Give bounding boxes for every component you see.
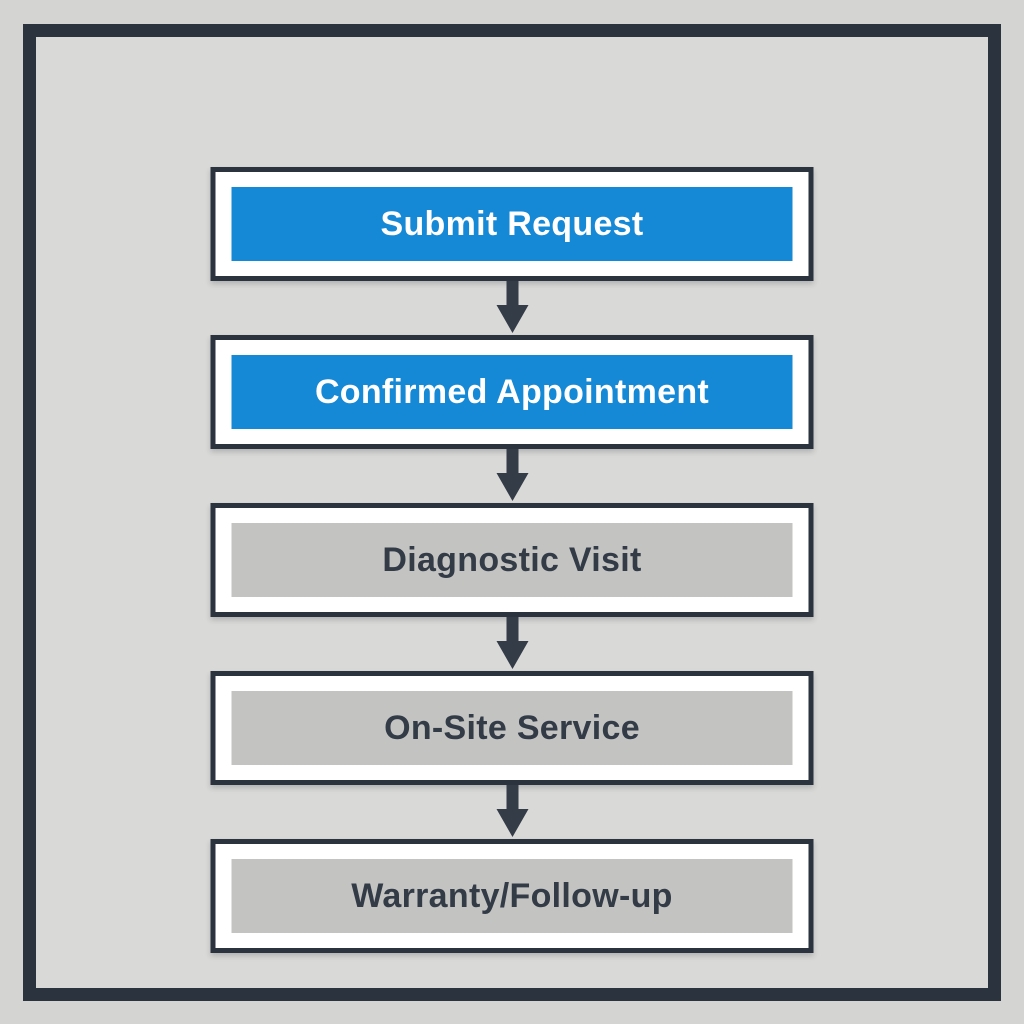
- node-label: Warranty/Follow-up: [351, 876, 673, 915]
- flow-node-submit-request: Submit Request: [210, 167, 814, 281]
- node-label: Submit Request: [380, 204, 644, 243]
- node-label: On-Site Service: [384, 708, 640, 747]
- node-label: Confirmed Appointment: [314, 372, 710, 411]
- flow-node-on-site-service: On-Site Service: [210, 671, 814, 785]
- flowchart: Submit Request Confirmed Appointment Dia…: [210, 167, 814, 953]
- flow-node-confirmed-appointment: Confirmed Appointment: [210, 335, 814, 449]
- node-fill: Confirmed Appointment: [231, 355, 793, 429]
- flow-node-diagnostic-visit: Diagnostic Visit: [210, 503, 814, 617]
- node-label: Diagnostic Visit: [382, 540, 642, 579]
- arrow-down-icon: [492, 281, 532, 335]
- node-fill: Warranty/Follow-up: [231, 859, 793, 933]
- node-fill: Submit Request: [231, 187, 793, 261]
- diagram-frame: Submit Request Confirmed Appointment Dia…: [23, 24, 1001, 1001]
- arrow-down-icon: [492, 617, 532, 671]
- arrow-down-icon: [492, 785, 532, 839]
- arrow-down-icon: [492, 449, 532, 503]
- node-fill: Diagnostic Visit: [231, 523, 793, 597]
- node-fill: On-Site Service: [231, 691, 793, 765]
- flow-node-warranty-follow-up: Warranty/Follow-up: [210, 839, 814, 953]
